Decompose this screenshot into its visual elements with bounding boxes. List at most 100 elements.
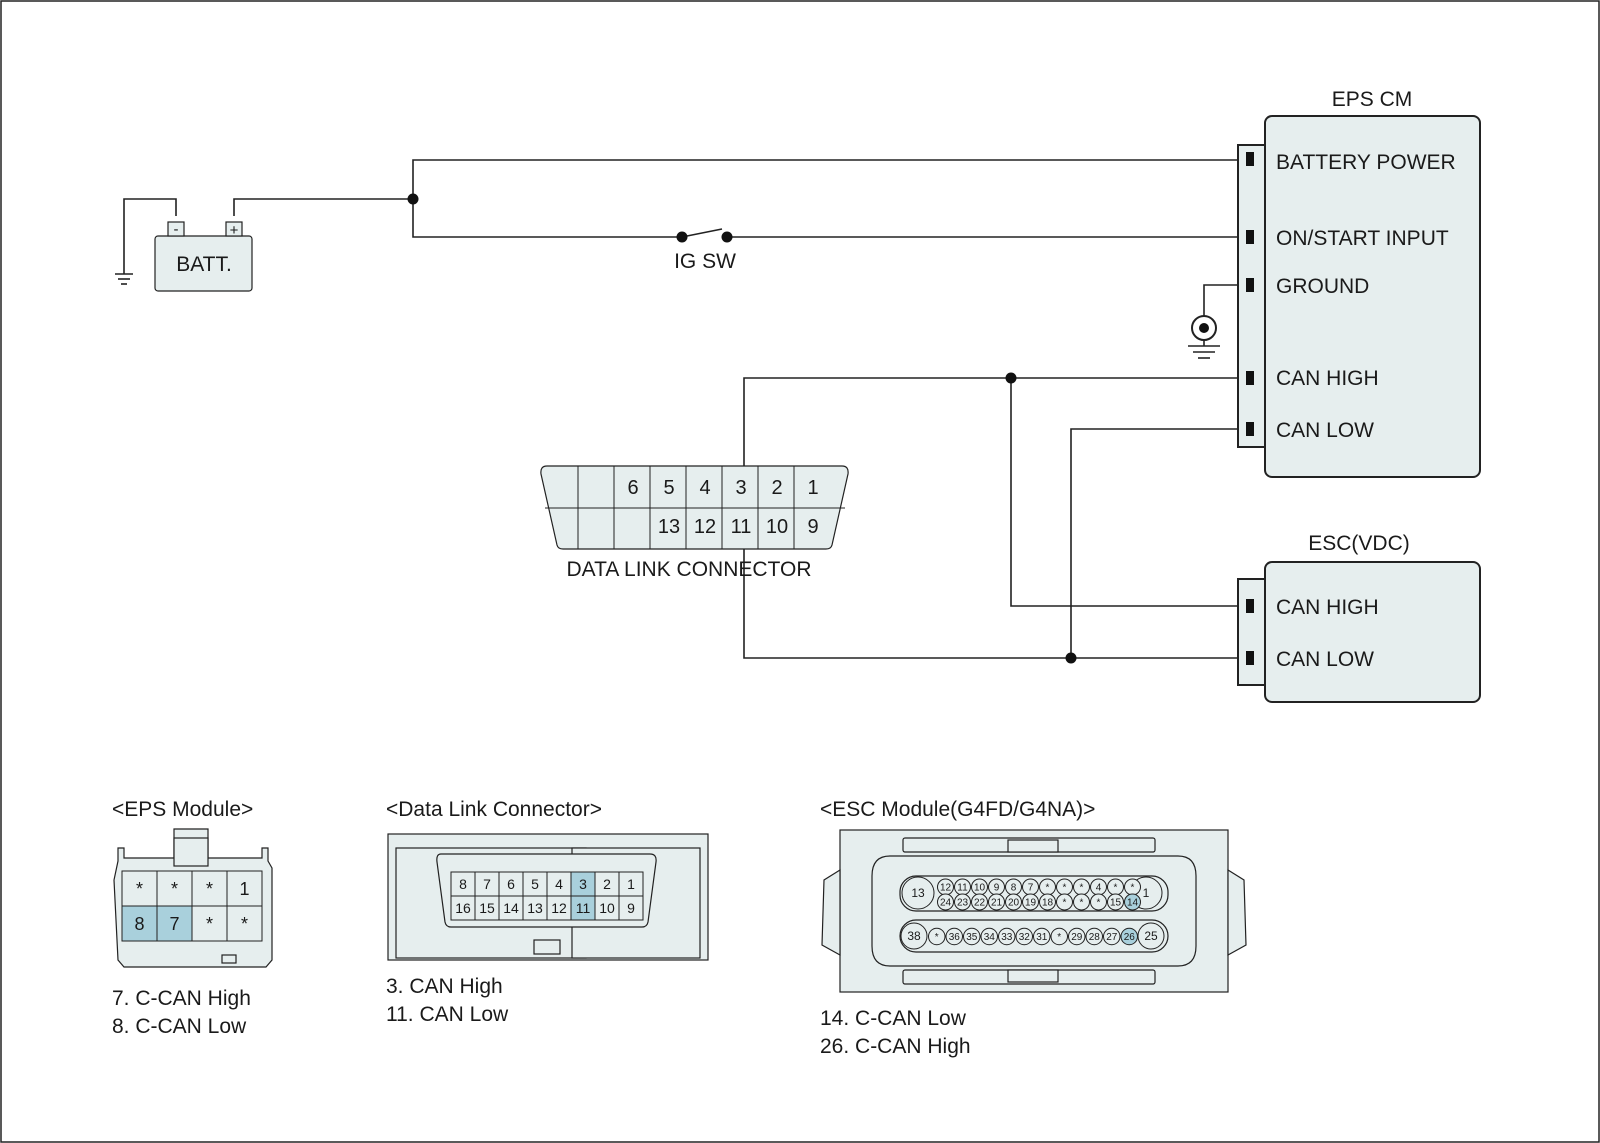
dlc-module-row2-pin-label: 10 [599, 900, 615, 916]
dlc-module-row2-pin-cell [546, 895, 572, 921]
dlc-bottom-pin-label: 13 [658, 516, 680, 538]
esc-module-row1a-pin-label: * [1063, 883, 1067, 894]
junction-dot [1065, 652, 1077, 664]
esc-module-row2-pin-label: 31 [1036, 932, 1048, 943]
esc-module-row1a-pin-label: * [1114, 883, 1118, 894]
dlc-bottom-pin-label: 12 [694, 516, 716, 538]
dlc-top-pin-label: 2 [771, 477, 782, 499]
esc-module-note-1: 14. C-CAN Low [820, 1007, 967, 1030]
esc-module-row1b-pin-cavity [1022, 893, 1039, 911]
dlc-module-row2-pin-cell [498, 895, 524, 921]
battery-pos-terminal [225, 221, 243, 237]
esc-module-row1b-pin-label: 15 [1110, 898, 1122, 909]
junction-dot [1005, 372, 1017, 384]
esc-module-row2-pin-cavity [928, 927, 946, 946]
dlc-top-pin-label: 4 [699, 477, 710, 499]
dlc-module-row2-pin-label: 11 [576, 900, 591, 916]
esc-module-row1b-pin-label: * [1080, 898, 1084, 909]
esc-module-row1b-pin-label: 20 [1008, 898, 1020, 909]
esc-module-row1b-pin-label: 19 [1025, 898, 1037, 909]
esc-module-row2-pin-cavity [998, 927, 1016, 946]
dlc-module-row1-pin-label: 1 [627, 876, 635, 892]
dlc-module-key [533, 939, 561, 955]
eps-module-key [221, 954, 237, 964]
eps-cm-module: EPS CM BATTERY POWER ON/START INPUT GROU… [1237, 88, 1481, 478]
esc-module-row2-pin-label: 32 [1019, 932, 1031, 943]
dlc-module-row1-pin-cell [546, 871, 572, 897]
esc-module-row2-pin-label: 36 [949, 932, 961, 943]
wire-can-high-dlc [743, 377, 1245, 475]
esc-module-row2-pin-cavity [1085, 927, 1103, 946]
ig-switch-contact [676, 231, 688, 243]
wire-batt-negative [123, 198, 177, 274]
esc-module-large-cavity [900, 922, 928, 950]
esc-module-row2-pin-label: 28 [1089, 932, 1101, 943]
eps-pin-on-start-input: ON/START INPUT [1276, 227, 1449, 250]
dlc-module-row1-pin-cell [594, 871, 620, 897]
esc-module-row2-pin-label: * [935, 932, 939, 943]
esc-module-row1b-pin-cavity [988, 893, 1005, 911]
esc-module-row2-pin-cavity [1068, 927, 1086, 946]
wire-ig-in [412, 199, 682, 238]
esc-module-row1b-pin-cavity [1039, 893, 1056, 911]
junction-dot [407, 193, 419, 205]
esc-module-row1b-pin-label: 14 [1127, 898, 1139, 909]
esc-module-row2-pin-label: 33 [1001, 932, 1013, 943]
dlc-bottom-pin-label: 11 [731, 516, 752, 538]
dlc-top-pin-label: 5 [663, 477, 674, 499]
eps-pin-marker [1246, 152, 1254, 166]
eps-module-row1-pin-label: 1 [239, 879, 249, 899]
battery-pos-sign: + [230, 222, 239, 239]
esc-pin-can-high: CAN HIGH [1276, 596, 1379, 619]
esc-module-row1b-pin-cavity [1107, 893, 1124, 911]
battery-label: BATT. [176, 253, 232, 276]
esc-body [1264, 561, 1481, 703]
eps-module-row2-pin-cell [226, 905, 263, 942]
dlc-module-row1-pin-label: 3 [579, 876, 587, 892]
esc-module-row2-pin-cavity [945, 927, 963, 946]
esc-module-row2-pin-cavity [963, 927, 981, 946]
eps-module-row1-pin-label: * [171, 879, 178, 899]
esc-module-row2-pin-cavity [1033, 927, 1051, 946]
esc-module-pin-label: 1 [1143, 886, 1150, 900]
eps-pin-battery-power: BATTERY POWER [1276, 151, 1456, 174]
esc-module-large-cavity [1137, 922, 1165, 950]
esc-module-row1b-pin-label: 22 [974, 898, 986, 909]
esc-module-title: <ESC Module(G4FD/G4NA)> [820, 798, 1095, 821]
esc-module-bottom-latch [1007, 969, 1059, 983]
esc-module-row1a-pin-label: 11 [957, 883, 968, 894]
eps-module-row1-pin-label: * [206, 879, 213, 899]
esc-module-row2-pin-cavity [1015, 927, 1033, 946]
dlc-bottom-pin-label: 9 [807, 516, 818, 538]
eps-module-row2-pin-label: 7 [169, 914, 179, 934]
esc-module-row1b-pin-cavity [971, 893, 988, 911]
dlc-module-row2-pin-label: 9 [627, 900, 635, 916]
dlc-top-pin-label: 1 [807, 477, 818, 499]
esc-pin-marker [1246, 651, 1254, 665]
dlc-module-row2-pin-label: 13 [527, 900, 543, 916]
esc-module-row2-pin-cavity [1050, 927, 1068, 946]
ig-switch-contact [721, 231, 733, 243]
esc-module-row1a-pin-label: * [1046, 883, 1050, 894]
eps-module-row2-pin-label: * [206, 914, 213, 934]
esc-module-row1b-pin-cavity [1005, 893, 1022, 911]
esc-module-row1a-pin-label: 4 [1096, 883, 1102, 894]
eps-module-row1-pin-cell [121, 870, 158, 907]
dlc-module-row1-pin-label: 2 [603, 876, 611, 892]
esc-module-pin-label: 25 [1144, 929, 1158, 943]
wire-can-low-esc [743, 538, 1245, 659]
esc-module-row1b-pin-label: 24 [940, 898, 952, 909]
eps-module-note-2: 8. C-CAN Low [112, 1015, 247, 1038]
esc-module-large-cavity [901, 876, 935, 910]
esc-module-right-ear [1227, 868, 1247, 957]
esc-module-note-2: 26. C-CAN High [820, 1035, 971, 1058]
dlc-module-row2-pin-cell [522, 895, 548, 921]
dlc-module-row2-pin-label: 15 [479, 900, 495, 916]
esc-module-row2-pin-label: 34 [984, 932, 996, 943]
dlc-module-row1-pin-label: 7 [483, 876, 491, 892]
eps-module-row2-pin-cell [156, 905, 193, 942]
